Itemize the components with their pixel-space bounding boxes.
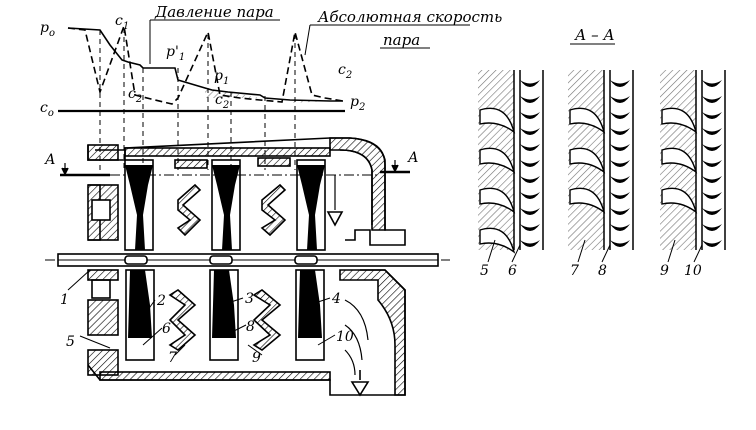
label-3: 3 bbox=[245, 291, 254, 307]
section-a-a: А – А 5 bbox=[478, 26, 726, 279]
label-7: 7 bbox=[168, 350, 177, 366]
rotor-bucket bbox=[702, 224, 722, 231]
label-p1: p1 bbox=[214, 68, 229, 87]
velocity-title-line2: пара bbox=[383, 31, 420, 49]
label-c-o: co bbox=[40, 100, 54, 119]
nozzle-vane bbox=[661, 147, 698, 174]
rotor-bucket bbox=[610, 176, 630, 183]
nozzle-vane bbox=[569, 187, 606, 214]
rotor-bucket bbox=[520, 80, 540, 87]
nozzle-vane bbox=[479, 187, 516, 214]
rotor-bucket bbox=[610, 96, 630, 103]
label-2: 2 bbox=[156, 293, 166, 309]
cut-label-left: А bbox=[44, 152, 56, 168]
rotor-bucket bbox=[702, 80, 722, 87]
nozzle-vane bbox=[479, 147, 516, 174]
aa-label-7: 7 bbox=[570, 263, 579, 279]
rotor-bucket bbox=[610, 240, 630, 247]
label-c2-first: c2 bbox=[128, 86, 142, 105]
rotor-bucket bbox=[702, 176, 722, 183]
rotor-bucket bbox=[520, 96, 540, 103]
label-1: 1 bbox=[60, 292, 69, 308]
rotor-bucket bbox=[520, 224, 540, 231]
rotor-bucket bbox=[520, 240, 540, 247]
velocity-title-line1: Абсолютная скорость bbox=[317, 8, 502, 26]
rotor-bucket bbox=[702, 128, 722, 135]
rotor-bucket bbox=[610, 192, 630, 199]
label-4: 4 bbox=[331, 291, 341, 307]
rotor-bucket bbox=[520, 176, 540, 183]
nozzle-vane bbox=[661, 187, 698, 214]
nozzle-vane bbox=[569, 107, 606, 134]
rotor-bucket bbox=[520, 192, 540, 199]
rotor-bucket bbox=[610, 80, 630, 87]
rotor-bucket bbox=[520, 144, 540, 151]
label-c2-third: c2 bbox=[338, 62, 352, 81]
label-10: 10 bbox=[336, 329, 354, 345]
aa-label-9: 9 bbox=[660, 263, 669, 279]
rotor-bucket bbox=[702, 96, 722, 103]
label-8: 8 bbox=[246, 319, 255, 335]
aa-label-6: 6 bbox=[508, 263, 517, 279]
label-9: 9 bbox=[252, 350, 261, 366]
rotor-bucket bbox=[702, 240, 722, 247]
turbine-labels: 1 2 3 4 5 6 7 8 9 10 А А bbox=[44, 150, 419, 366]
aa-label-5: 5 bbox=[480, 263, 489, 279]
label-5: 5 bbox=[66, 334, 75, 350]
aa-label-10: 10 bbox=[684, 263, 702, 279]
rotor-bucket bbox=[610, 128, 630, 135]
rotor-bucket bbox=[520, 128, 540, 135]
label-p-o: po bbox=[40, 20, 55, 39]
label-6: 6 bbox=[162, 321, 171, 337]
rotor-bucket bbox=[702, 192, 722, 199]
label-c1: c1 bbox=[115, 13, 129, 32]
pressure-velocity-graph: po co c1 c2 p'1 p1 c2 c2 p2 Давление пар… bbox=[40, 3, 502, 170]
rotor-bucket bbox=[520, 112, 540, 119]
rotor-bucket bbox=[610, 144, 630, 151]
rotor-bucket bbox=[520, 208, 540, 215]
rotor-bucket bbox=[610, 112, 630, 119]
nozzle-vane bbox=[569, 147, 606, 174]
nozzle-vane bbox=[479, 227, 516, 254]
rotor-bucket bbox=[610, 160, 630, 167]
cut-label-right: А bbox=[407, 150, 419, 166]
nozzle-vane bbox=[661, 107, 698, 134]
label-c2-second: c2 bbox=[215, 92, 229, 111]
nozzle-vane bbox=[479, 107, 516, 134]
aa-label-8: 8 bbox=[598, 263, 607, 279]
rotor-bucket bbox=[702, 144, 722, 151]
rotor-bucket bbox=[702, 112, 722, 119]
rotor-bucket bbox=[702, 208, 722, 215]
velocity-curve bbox=[67, 22, 344, 105]
rotor-bucket bbox=[520, 160, 540, 167]
section-title: А – А bbox=[574, 26, 615, 44]
label-p2: p2 bbox=[350, 94, 365, 113]
pressure-title: Давление пара bbox=[154, 3, 274, 21]
rotor-bucket bbox=[610, 224, 630, 231]
label-p1-prime: p'1 bbox=[166, 44, 185, 63]
turbine-section bbox=[45, 137, 450, 397]
rotor-bucket bbox=[702, 160, 722, 167]
rotor-bucket bbox=[610, 208, 630, 215]
